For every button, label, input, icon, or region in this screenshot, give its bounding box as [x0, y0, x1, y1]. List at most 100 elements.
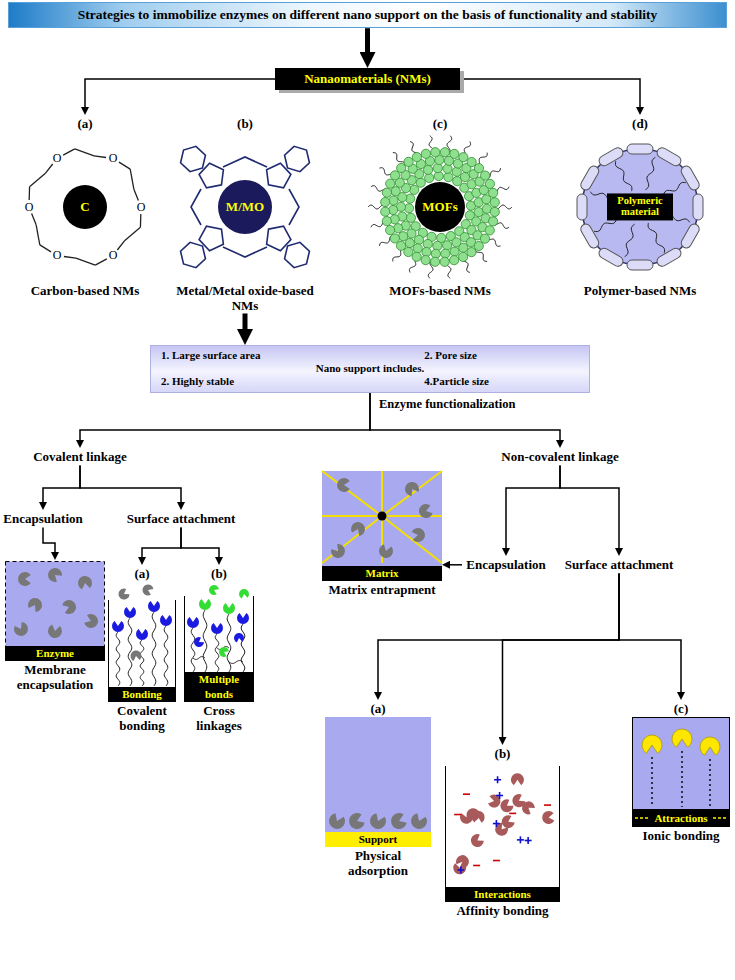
- figure-caption: Metal/Metal oxide-based NMs: [165, 282, 325, 314]
- enzyme-shape: [337, 478, 350, 492]
- property-box: 1. Large surface area2. Pore sizeNano su…: [150, 345, 590, 393]
- method-heading: Surface attachment: [558, 556, 680, 574]
- figure-letter: (a): [10, 116, 160, 132]
- framework-bead: [433, 163, 442, 172]
- matrix-fibre: [322, 471, 382, 516]
- enzyme-shape: [488, 794, 500, 807]
- framework-bead: [381, 197, 390, 206]
- figure-letter: (a): [108, 566, 176, 582]
- charge-sign: [499, 792, 501, 799]
- box-label: Covalent linkage: [10, 449, 150, 465]
- method-heading: Encapsulation: [462, 556, 550, 574]
- matrix-fibre: [382, 516, 442, 563]
- figure-caption: Matrix entrapment: [322, 581, 442, 598]
- charge-sign: [497, 776, 499, 783]
- figure-caption: Affinity bonding: [445, 902, 560, 919]
- ring-atom: O: [109, 152, 118, 164]
- polymer-segment: [579, 222, 601, 250]
- framework-bead: [485, 179, 494, 188]
- bar-label: Attractions: [632, 811, 730, 827]
- enzyme-shape: [62, 600, 76, 614]
- ring-bond: [64, 256, 76, 258]
- enzyme-shape: [84, 614, 98, 628]
- enzyme-shape: [124, 607, 136, 618]
- framework-bead: [490, 207, 499, 216]
- method-figure: (c)AttractionsIonic bonding: [632, 700, 730, 844]
- ring-bond: [140, 214, 142, 227]
- figure-caption: Cross linkages: [184, 702, 254, 734]
- ring-atom: O: [109, 249, 118, 261]
- matrix-fibre: [382, 515, 442, 517]
- charge-sign: [520, 836, 522, 843]
- ring-bond: [95, 258, 107, 264]
- enzyme-shape: [349, 813, 365, 829]
- figure-art: Multiple bonds: [184, 582, 254, 702]
- method-figure: MatrixMatrix entrapment: [322, 470, 442, 598]
- framework-bead: [474, 163, 483, 172]
- box-label: Encapsulation: [2, 511, 84, 527]
- enzyme-shape: [351, 522, 365, 536]
- enzyme-shape: [14, 622, 28, 636]
- branch-connector: [506, 466, 560, 548]
- enzyme-shape: [211, 623, 223, 634]
- branch-connector: [560, 466, 619, 548]
- box-label: Surface attachment: [120, 511, 242, 527]
- enzyme-shape: [370, 813, 386, 829]
- bar-label: Matrix: [322, 566, 442, 581]
- enzyme-shape: [148, 601, 160, 612]
- figure-letter: (a): [325, 701, 431, 717]
- polymer-segment: [679, 164, 701, 192]
- ring-bond: [29, 186, 31, 199]
- matrix-fibre: [382, 471, 442, 516]
- ring-bond: [76, 258, 95, 265]
- figure-caption: Covalent bonding: [108, 702, 176, 734]
- box-label: Non-covalent linkage: [485, 449, 635, 465]
- figure-letter: (c): [365, 116, 515, 132]
- arrow-label: Enzyme functionalization: [379, 397, 515, 412]
- charge-sign: [460, 866, 462, 873]
- ring-bond: [36, 224, 40, 244]
- methine-bridge: [289, 189, 299, 225]
- nanomaterial-figure: (a)COOOOOOCarbon-based NMs: [10, 115, 160, 299]
- linker-chain: [193, 656, 205, 659]
- matrix-fibre: [322, 516, 382, 563]
- enzyme-shape: [119, 588, 130, 599]
- flow-arrow: [243, 313, 248, 329]
- enzyme-shape: [239, 589, 249, 598]
- framework-bead: [440, 257, 449, 266]
- framework-bead: [459, 243, 468, 252]
- adsorption-box: [325, 717, 431, 847]
- framework-bead: [490, 197, 499, 206]
- bar-label: Multiple bonds: [184, 672, 254, 702]
- charge-sign: [454, 813, 461, 815]
- ionic-bar: [632, 809, 730, 827]
- enzyme-shape: [28, 598, 42, 612]
- linker-chain: [215, 634, 219, 672]
- figure-art: Interactions: [445, 762, 560, 902]
- metal-core: [218, 180, 272, 234]
- nanomaterial-figure: (d)Polymeric materialPolymer-based NMs: [565, 115, 715, 299]
- charge-sign: [544, 804, 551, 806]
- enzyme-shape: [419, 504, 433, 518]
- enzyme-shape: [143, 584, 154, 595]
- enzyme-shape: [136, 629, 148, 640]
- support-wall: [559, 766, 560, 902]
- enzyme-shape: [187, 617, 199, 628]
- core-label: MOFs: [422, 199, 457, 215]
- framework-bead: [381, 207, 390, 216]
- enzyme-shape: [511, 773, 524, 785]
- polymer-sphere: [582, 149, 698, 265]
- figure-art: M/MO: [165, 132, 325, 282]
- ring-atom: O: [53, 152, 62, 164]
- framework-bead: [467, 247, 476, 256]
- figure-caption: MOFs-based NMs: [365, 282, 515, 299]
- framework-bead: [414, 235, 423, 244]
- title-text: Strategies to immobilize enzymes on diff…: [19, 7, 716, 23]
- enzyme-shape: [466, 808, 479, 821]
- enzyme-shape: [471, 834, 484, 847]
- box-label: Surface attachment: [558, 557, 680, 573]
- linker-chain: [140, 640, 144, 686]
- enzyme-shape: [223, 603, 235, 614]
- linker-chain: [648, 223, 665, 253]
- framework-bead: [467, 157, 476, 166]
